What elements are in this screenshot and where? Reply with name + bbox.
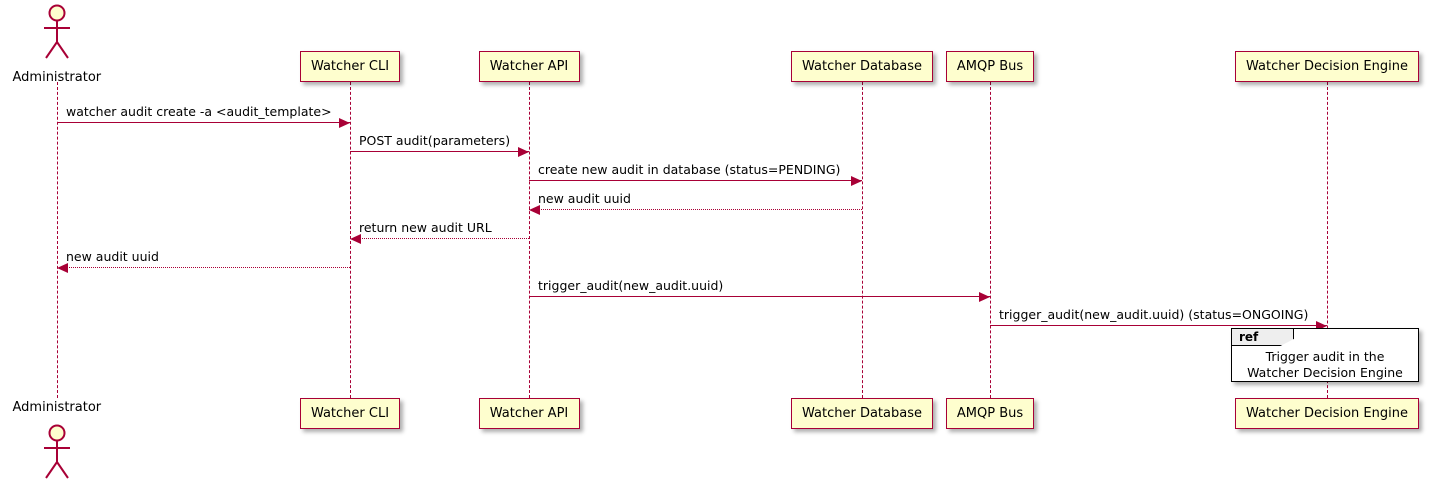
message-line-msg-post-audit: [350, 151, 529, 152]
participant-label: Watcher Database: [802, 406, 922, 421]
participant-label: AMQP Bus: [956, 59, 1024, 74]
message-label-msg-trigger-audit-ongoing: trigger_audit(new_audit.uuid) (status=ON…: [999, 307, 1309, 322]
participant-label: Watcher CLI: [310, 59, 390, 74]
lifeline-watcher-api: [529, 82, 530, 398]
message-label-msg-new-audit-uuid-db: new audit uuid: [538, 191, 631, 206]
lifeline-amqp-bus: [990, 82, 991, 398]
arrowhead-msg-return-new-audit-url: [350, 233, 361, 244]
arrowhead-msg-trigger-audit-ongoing: [1316, 320, 1327, 331]
arrowhead-msg-trigger-audit: [979, 291, 990, 302]
participant-label: Watcher CLI: [310, 406, 390, 421]
message-label-msg-new-audit-uuid-cli: new audit uuid: [66, 249, 159, 264]
message-line-msg-watcher-audit-create: [57, 122, 350, 123]
participant-label: AMQP Bus: [956, 406, 1024, 421]
actor-label-administrator: Administrator: [12, 400, 102, 415]
arrowhead-msg-new-audit-uuid-db: [529, 204, 540, 215]
participant-top-watcher-api[interactable]: Watcher API: [478, 51, 580, 82]
message-label-msg-trigger-audit: trigger_audit(new_audit.uuid): [538, 278, 724, 293]
participant-label: Watcher API: [489, 59, 569, 74]
participant-bottom-watcher-api[interactable]: Watcher API: [478, 398, 580, 429]
participant-label: Watcher Database: [802, 59, 922, 74]
message-label-msg-create-new-audit: create new audit in database (status=PEN…: [538, 162, 841, 177]
ref-fragment-line: Watcher Decision Engine: [1247, 365, 1403, 380]
actor-administrator: [39, 4, 75, 60]
message-line-msg-new-audit-uuid-db: [529, 209, 862, 210]
ref-fragment-line: Trigger audit in the: [1265, 349, 1385, 364]
participant-label: Watcher Decision Engine: [1246, 59, 1408, 74]
message-line-msg-new-audit-uuid-cli: [57, 267, 350, 268]
participant-bottom-watcher-db[interactable]: Watcher Database: [791, 398, 933, 429]
participant-top-amqp-bus[interactable]: AMQP Bus: [946, 51, 1034, 82]
message-label-msg-post-audit: POST audit(parameters): [359, 133, 511, 148]
participant-label: Watcher Decision Engine: [1246, 406, 1408, 421]
lifeline-administrator: [57, 82, 58, 398]
arrowhead-msg-create-new-audit: [851, 175, 862, 186]
actor-administrator: [39, 424, 75, 480]
participant-bottom-watcher-cli[interactable]: Watcher CLI: [300, 398, 400, 429]
participant-bottom-amqp-bus[interactable]: AMQP Bus: [946, 398, 1034, 429]
message-line-msg-create-new-audit: [529, 180, 862, 181]
ref-fragment-tab-label: ref: [1239, 330, 1259, 344]
participant-bottom-decision-engine[interactable]: Watcher Decision Engine: [1235, 398, 1419, 429]
arrowhead-msg-watcher-audit-create: [339, 117, 350, 128]
arrowhead-msg-new-audit-uuid-cli: [57, 262, 68, 273]
lifeline-decision-engine: [1327, 82, 1328, 398]
participant-top-watcher-db[interactable]: Watcher Database: [791, 51, 933, 82]
arrowhead-msg-post-audit: [518, 146, 529, 157]
message-line-msg-trigger-audit: [529, 296, 990, 297]
message-line-msg-return-new-audit-url: [350, 238, 529, 239]
lifeline-watcher-db: [862, 82, 863, 398]
participant-top-watcher-cli[interactable]: Watcher CLI: [300, 51, 400, 82]
participant-top-decision-engine[interactable]: Watcher Decision Engine: [1235, 51, 1419, 82]
message-label-msg-return-new-audit-url: return new audit URL: [359, 220, 492, 235]
actor-label-administrator: Administrator: [12, 70, 102, 85]
ref-fragment-tab: ref: [1232, 329, 1294, 346]
participant-label: Watcher API: [489, 406, 569, 421]
message-label-msg-watcher-audit-create: watcher audit create -a <audit_template>: [66, 104, 332, 119]
message-line-msg-trigger-audit-ongoing: [990, 325, 1327, 326]
